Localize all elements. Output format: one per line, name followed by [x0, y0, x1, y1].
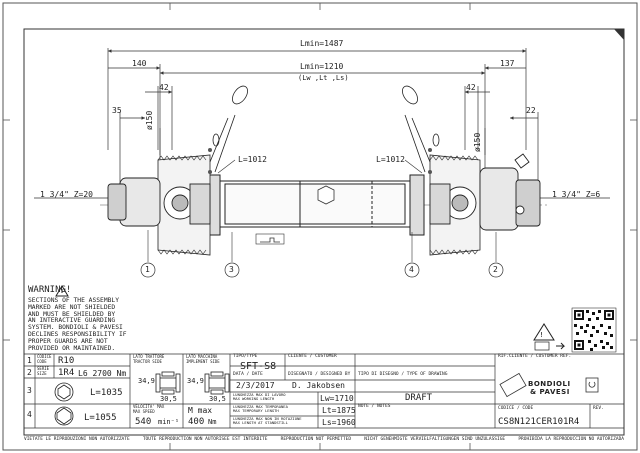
code-label: CODICE / CODE — [498, 406, 534, 411]
joint-right-dim-b: 30,5 — [209, 395, 226, 403]
svg-text:!: ! — [540, 331, 543, 339]
dim-22: 22 — [526, 106, 536, 115]
notes-label: NOTE / NOTES — [358, 404, 391, 409]
dim-dia-right: ø150 — [473, 132, 482, 152]
chain-length-right: L=1012 — [376, 155, 405, 164]
qr-code — [571, 307, 617, 353]
row-3-value: L=1035 — [90, 388, 123, 398]
row-1-label: CODICE CODE — [37, 354, 52, 364]
chain-length-left: L=1012 — [238, 155, 267, 164]
dim-tube: Lmin=1210 — [300, 62, 344, 71]
callout-1: 1 — [145, 265, 150, 274]
brand-name-line-2: & PAVESI — [530, 388, 570, 396]
tractor-side-label: LATO TRATTORE TRACTOR SIDE — [133, 354, 165, 364]
max-speed-label: VELOCITA' MAX MAX SPEED — [133, 404, 165, 414]
row-2-extra: L6 2700 Nm — [78, 369, 127, 378]
code-value: CS8N121CER101R4 — [498, 417, 580, 427]
max-speed-value: 540 — [135, 417, 152, 427]
dim-left-offset: 140 — [132, 59, 147, 68]
footer-notice: VIETATE LE RIPRODUZIONI NON AUTORIZZATE … — [24, 437, 624, 442]
warning-title: WARNING! — [28, 285, 72, 295]
callout-4: 4 — [409, 265, 414, 274]
working-length-value: Lw=1710 — [320, 394, 354, 403]
warning-manual-icon — [533, 323, 555, 341]
max-speed-unit: min⁻¹ — [158, 418, 180, 426]
spline-left: 1 3/4" Z=20 — [40, 190, 93, 199]
type-value: SFT-S8 — [240, 361, 277, 372]
brand-name-line-1: BONDIOLI — [528, 380, 571, 388]
date-label: DATA / DATE — [233, 372, 263, 377]
temporary-length-value: Lt=1875 — [322, 406, 356, 415]
row-1-num: 1 — [27, 356, 32, 365]
standstill-length-value: Ls=1960 — [322, 418, 356, 427]
dim-left-42: 42 — [159, 83, 169, 92]
working-length-label: LUNGHEZZA MAX DI LAVORO MAX WORKING LENG… — [233, 392, 286, 402]
customer-label: CLIENTE / CUSTOMER — [288, 354, 337, 359]
callout-2: 2 — [493, 265, 498, 274]
dim-overall: Lmin=1487 — [300, 39, 344, 48]
dim-dia-left: ø150 — [145, 110, 154, 130]
dim-right-offset: 137 — [500, 59, 515, 68]
row-2-value: 1R4 — [58, 368, 75, 378]
row-3-num: 3 — [27, 386, 32, 395]
designer-value: D. Jakobsen — [292, 381, 345, 390]
row-2-num: 2 — [27, 368, 32, 377]
dim-tube-sub: (Lw ,Lt ,Ls) — [298, 74, 349, 82]
drawing-type-label: TIPO DI DISEGNO / TYPE OF DRAWING — [358, 372, 448, 377]
joint-left-dim-b: 30,5 — [160, 395, 177, 403]
brand-logo — [499, 372, 599, 398]
row-1-value: R10 — [58, 356, 75, 366]
customer-ref-label: RIF.CLIENTE / CUSTOMER REF. — [498, 354, 572, 359]
designer-label: DISEGNATO / DESIGNED BY — [288, 372, 351, 377]
max-torque-unit: Nm — [208, 418, 217, 426]
implement-side-label: LATO MACCHINA IMPLEMENT SIDE — [186, 354, 220, 364]
standstill-length-label: LUNGHEZZA MAX NON IN ROTAZIONE MAX LENGT… — [233, 416, 302, 426]
row-4-num: 4 — [27, 410, 32, 419]
type-label: TIPO/TYPE — [233, 354, 258, 359]
date-value: 2/3/2017 — [236, 381, 275, 390]
row-2-label: SERIE SIZE — [37, 366, 50, 376]
dim-35: 35 — [112, 106, 122, 115]
drawing-type-value: DRAFT — [405, 393, 433, 403]
warning-text: SECTIONS OF THE ASSEMBLY MARKED ARE NOT … — [28, 297, 127, 352]
rev-label: REV. — [593, 406, 604, 411]
temporary-length-label: LUNGHEZZA MAX TEMPORANEA MAX TEMPORARY L… — [233, 404, 288, 414]
dim-right-42: 42 — [466, 83, 476, 92]
max-torque-label: M max — [188, 406, 213, 415]
callout-3: 3 — [229, 265, 234, 274]
joint-right-dim-a: 34,9 — [187, 377, 204, 385]
row-4-value: L=1055 — [84, 413, 117, 423]
max-torque-value: 400 — [188, 417, 205, 427]
joint-left-dim-a: 34,9 — [138, 377, 155, 385]
spline-right: 1 3/4" Z=6 — [552, 190, 601, 199]
